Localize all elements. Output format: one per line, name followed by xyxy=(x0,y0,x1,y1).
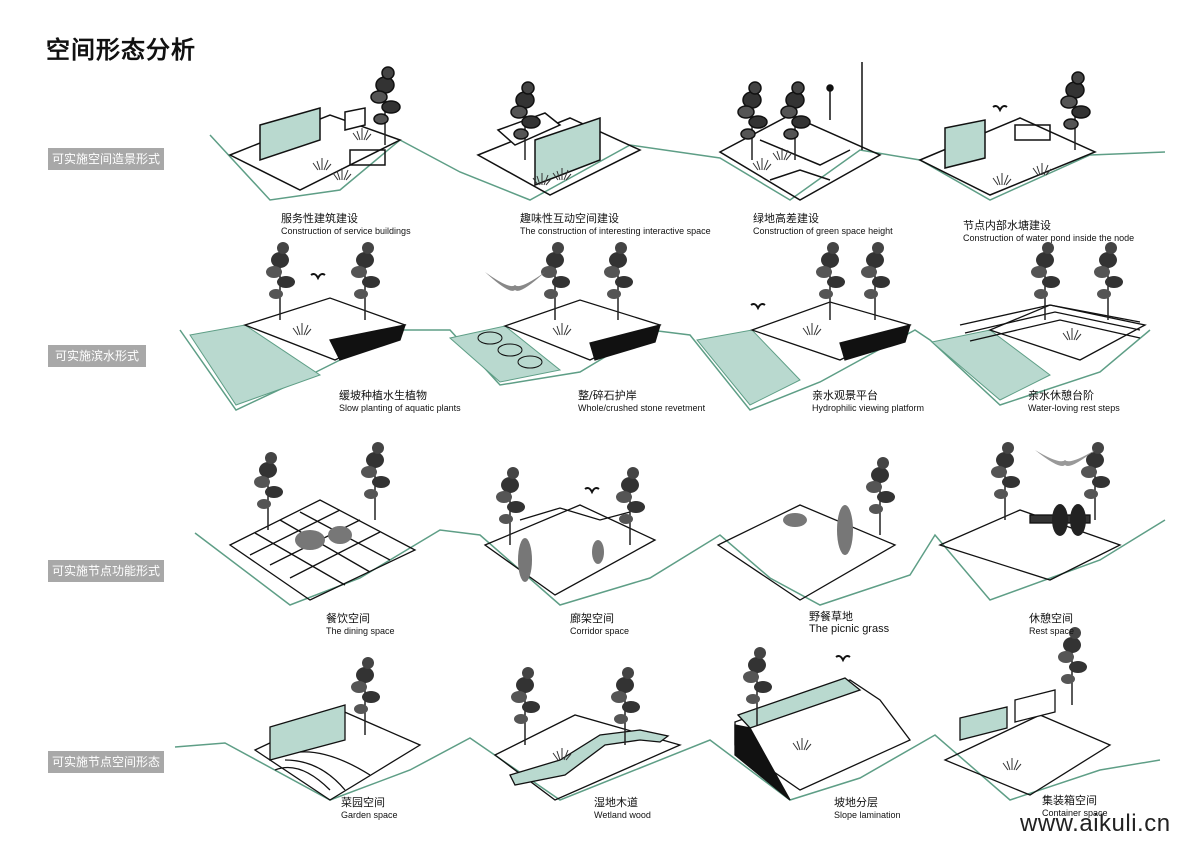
row-label-node-function: 可实施节点功能形式 xyxy=(48,560,164,582)
row-label-node-form: 可实施节点空间形态 xyxy=(48,751,164,773)
row3-groundline xyxy=(194,519,1166,606)
r3-panels xyxy=(228,499,1122,601)
r1-water-pond xyxy=(918,71,1097,196)
row-label-waterfront: 可实施滨水形式 xyxy=(48,345,146,367)
r1-green-height xyxy=(718,62,882,201)
page-title: 空间形态分析 xyxy=(46,36,196,64)
row4-groundline xyxy=(174,734,1161,801)
r2-trees xyxy=(265,241,1124,369)
r4-trees xyxy=(350,626,1088,771)
r4-panels xyxy=(253,677,1112,801)
watermark: www.aikuli.cn xyxy=(1020,810,1171,837)
row-label-landscape: 可实施空间造景形式 xyxy=(48,148,164,170)
row1-groundline xyxy=(209,134,1166,201)
r1-service-buildings xyxy=(228,66,402,191)
r3-figures xyxy=(253,441,1111,582)
r1-interactive-space xyxy=(476,81,642,196)
